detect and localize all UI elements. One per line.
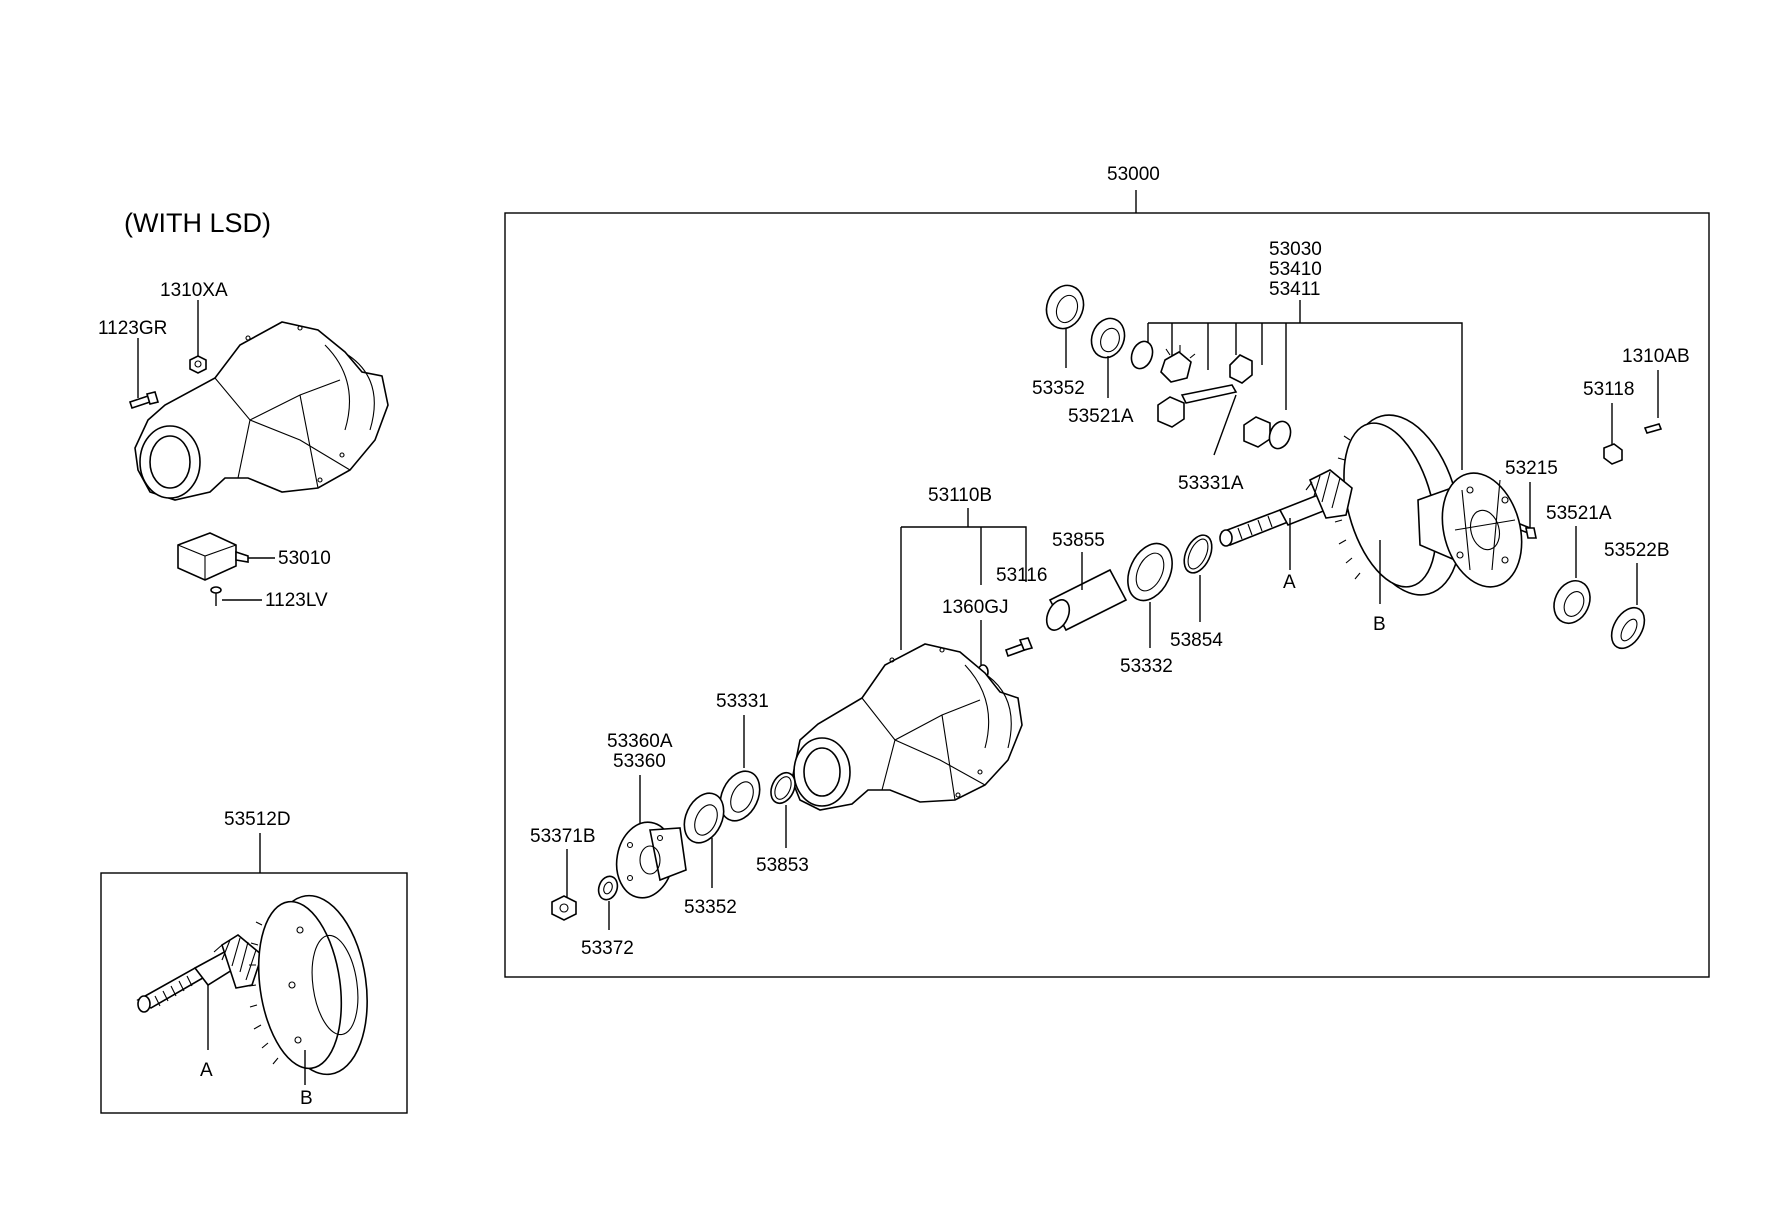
bolt-1123GR-icon: [128, 391, 160, 410]
nut-53371B-icon: [551, 895, 577, 921]
label-53521A-right: 53521A: [1546, 503, 1612, 524]
label-53030: 53030: [1269, 239, 1322, 260]
seal-53352-bottom-icon: [683, 792, 725, 844]
ring-gear-differential-case-illustration: [1333, 414, 1523, 596]
label-1123GR: 1123GR: [98, 318, 167, 339]
label-53116: 53116: [996, 565, 1047, 586]
bearing-53521A-top-icon: [1090, 317, 1126, 359]
lsd-housing-illustration: [134, 321, 389, 501]
bearing-53331-icon: [719, 770, 761, 822]
label-53410: 53410: [1269, 259, 1322, 280]
label-53010: 53010: [278, 548, 331, 569]
differential-gears-icon: [1130, 340, 1292, 450]
label-53332: 53332: [1120, 656, 1173, 677]
spacer-53853-icon: [770, 771, 796, 805]
label-53331A: 53331A: [1178, 473, 1244, 494]
label-1310AB: 1310AB: [1622, 346, 1690, 367]
drive-pinion-illustration: [1219, 469, 1353, 547]
spacer-53854-icon: [1183, 534, 1213, 574]
label-53360A: 53360A: [607, 731, 673, 752]
label-b: B: [1373, 614, 1386, 635]
heading-with-lsd: (WITH LSD): [124, 208, 271, 238]
bolt-1310AB-icon: [1643, 423, 1663, 434]
collapsible-spacer-53855-icon: [1045, 568, 1128, 632]
label-53215: 53215: [1505, 458, 1558, 479]
label-a: A: [1283, 572, 1296, 593]
sensor-53118-icon: [1603, 443, 1623, 465]
label-53352-top: 53352: [1032, 378, 1085, 399]
shim-53522B-icon: [1610, 606, 1646, 650]
label-53855: 53855: [1052, 530, 1105, 551]
label-1310XA: 1310XA: [160, 280, 228, 301]
label-53372: 53372: [581, 938, 634, 959]
gear-set-label-a: A: [200, 1060, 213, 1081]
gear-set-ring-gear-illustration: [248, 894, 368, 1076]
label-53522B: 53522B: [1604, 540, 1670, 561]
gear-set-label-b: B: [300, 1088, 313, 1109]
carrier-housing-illustration: [791, 643, 1023, 811]
label-53118: 53118: [1583, 379, 1634, 400]
companion-flange-53360-icon: [615, 821, 687, 899]
gear-set-frame: [100, 872, 408, 1114]
label-53331: 53331: [716, 691, 769, 712]
label-53854: 53854: [1170, 630, 1223, 651]
main-assembly-frame: [504, 212, 1710, 978]
sensor-53010-icon: [177, 532, 249, 581]
label-53360: 53360: [613, 751, 666, 772]
nut-1310XA-icon: [189, 355, 207, 374]
gear-set-pinion-illustration: [136, 934, 263, 1013]
bearing-53332-icon: [1127, 542, 1173, 602]
label-1360GJ: 1360GJ: [942, 597, 1009, 618]
label-53110B: 53110B: [928, 485, 992, 506]
seal-53352-top-icon: [1045, 284, 1085, 330]
label-53512D: 53512D: [224, 809, 291, 830]
label-53352-bottom: 53352: [684, 897, 737, 918]
washer-53372-icon: [597, 875, 619, 901]
screw-1123LV-icon: [210, 586, 222, 606]
label-53371B: 53371B: [530, 826, 596, 847]
label-53411: 53411: [1269, 279, 1320, 300]
bolt-53116-icon: [1004, 637, 1034, 658]
label-53521A-top: 53521A: [1068, 406, 1134, 427]
bearing-53521A-right-icon: [1553, 580, 1591, 624]
label-53000: 53000: [1107, 164, 1160, 185]
label-53853: 53853: [756, 855, 809, 876]
label-1123LV: 1123LV: [265, 590, 328, 611]
